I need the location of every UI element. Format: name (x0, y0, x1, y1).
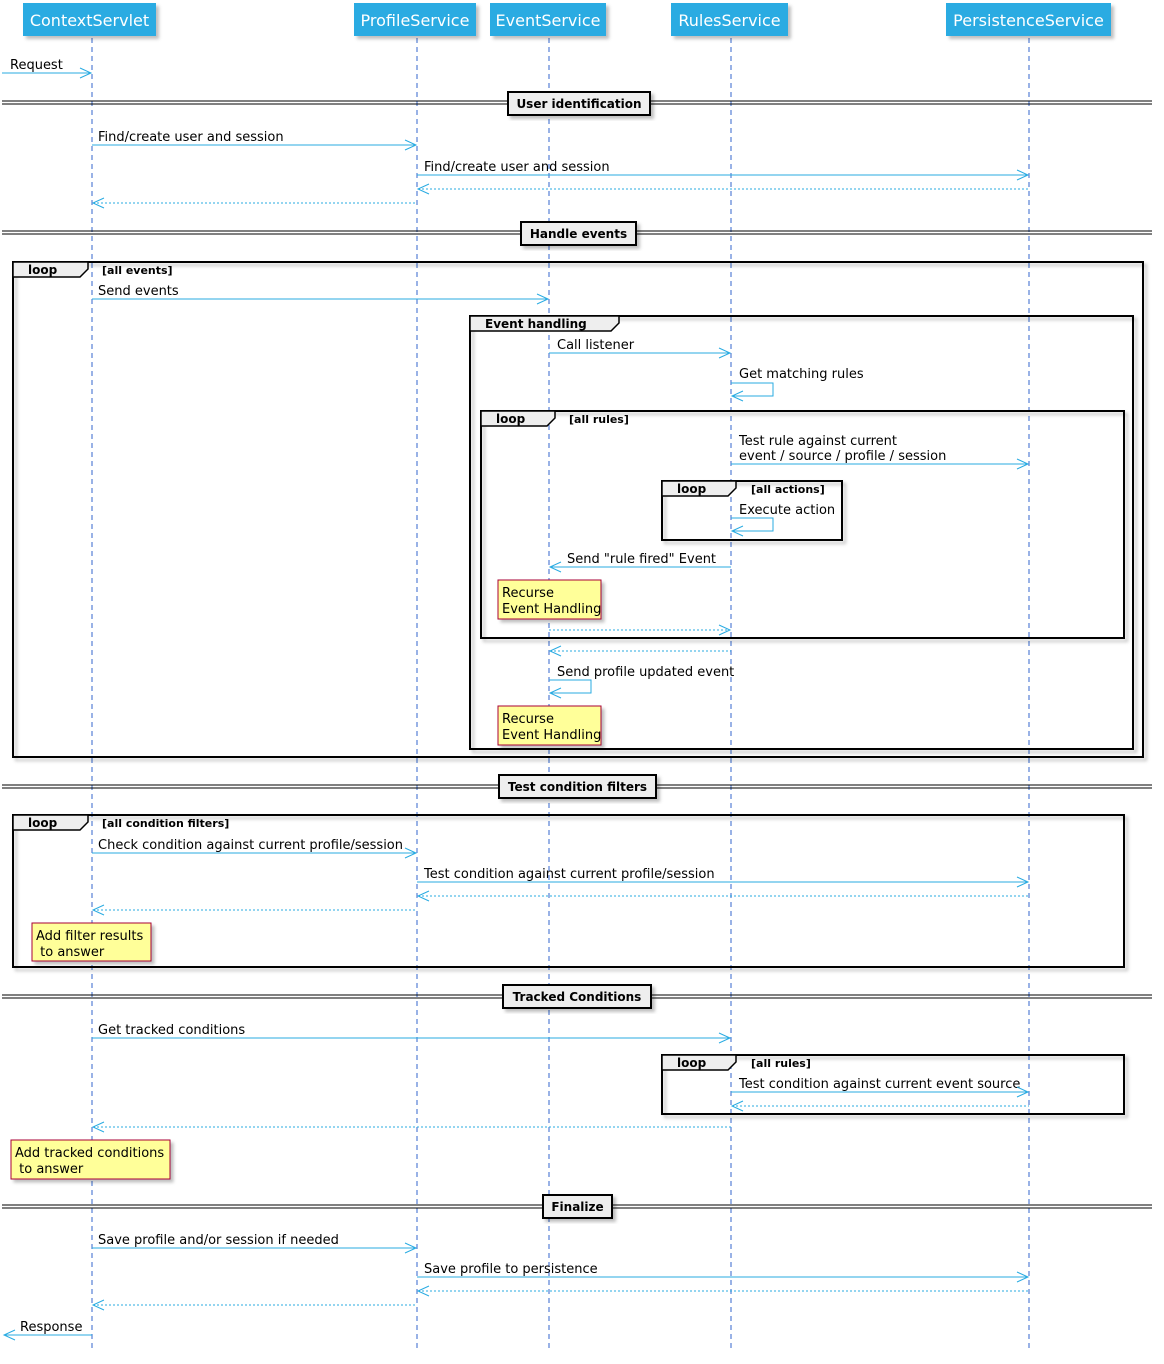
svg-text:Response: Response (20, 1320, 82, 1335)
svg-text:[all rules]: [all rules] (751, 1057, 811, 1070)
note-recurse-event-handling-1: Recurse Event Handling (497, 579, 602, 620)
message-get-tracked-conditions: Get tracked conditions (92, 1023, 732, 1044)
note-add-tracked-conditions: Add tracked conditions to answer (10, 1139, 171, 1180)
message-find-create-1: Find/create user and session (92, 130, 418, 151)
note-recurse-event-handling-2: Recurse Event Handling (497, 705, 602, 746)
svg-text:Recurse: Recurse (502, 586, 554, 601)
svg-text:ContextServlet: ContextServlet (30, 11, 149, 30)
svg-text:Find/create user and session: Find/create user and session (98, 130, 284, 145)
return-rules-to-context (91, 1121, 731, 1133)
svg-text:Add filter results: Add filter results (36, 929, 143, 944)
message-save-profile-session: Save profile and/or session if needed (92, 1233, 418, 1254)
frame-loop-all-rules: loop [all rules] (480, 410, 1125, 639)
message-check-condition: Check condition against current profile/… (92, 838, 418, 859)
note-add-filter-results: Add filter results to answer (31, 922, 152, 962)
svg-text:Test condition filters: Test condition filters (508, 780, 647, 794)
divider-test-condition-filters: Test condition filters (2, 774, 1152, 799)
message-call-listener: Call listener (549, 338, 732, 359)
svg-text:Tracked Conditions: Tracked Conditions (513, 990, 642, 1004)
frame-event-handling: Event handling (469, 315, 1134, 750)
svg-text:Finalize: Finalize (551, 1200, 603, 1214)
message-test-condition: Test condition against current profile/s… (417, 867, 1030, 888)
svg-text:Handle events: Handle events (530, 227, 627, 241)
svg-text:[all rules]: [all rules] (569, 413, 629, 426)
svg-text:Test condition against current: Test condition against current profile/s… (423, 867, 715, 882)
return-persistence-to-profile (416, 183, 1029, 195)
participant-event-service[interactable]: EventService (490, 3, 606, 36)
divider-handle-events: Handle events (2, 221, 1152, 246)
svg-text:Event Handling: Event Handling (502, 602, 601, 617)
svg-text:Send "rule fired" Event: Send "rule fired" Event (567, 552, 716, 567)
return-persistence-to-rules (730, 1100, 1029, 1112)
frame-loop-all-actions: loop [all actions] (661, 480, 843, 541)
message-find-create-2: Find/create user and session (417, 160, 1030, 181)
return-persistence-to-profile-3 (416, 1285, 1029, 1297)
svg-text:Save profile to persistence: Save profile to persistence (424, 1262, 598, 1277)
svg-text:Send events: Send events (98, 284, 179, 299)
message-test-rule: Test rule against current event / source… (731, 434, 1030, 470)
svg-text:Get tracked conditions: Get tracked conditions (98, 1023, 245, 1038)
svg-text:Check condition against curren: Check condition against current profile/… (98, 838, 403, 853)
svg-text:PersistenceService: PersistenceService (953, 11, 1104, 30)
message-send-rule-fired: Send "rule fired" Event (548, 552, 731, 573)
svg-text:Test condition against current: Test condition against current event sou… (738, 1077, 1020, 1092)
message-save-profile: Save profile to persistence (417, 1262, 1030, 1283)
frame-loop-all-events: loop [all events] (12, 261, 1144, 758)
svg-text:[all actions]: [all actions] (751, 483, 825, 496)
svg-text:ProfileService: ProfileService (361, 11, 470, 30)
svg-text:Test rule against current: Test rule against current (738, 434, 897, 449)
participant-context-servlet[interactable]: ContextServlet (23, 3, 156, 36)
return-profile-to-context-3 (91, 1299, 417, 1311)
svg-text:event / source / profile / ses: event / source / profile / session (739, 449, 946, 464)
message-request: Request (2, 58, 93, 79)
frame-loop-all-condition-filters: loop [all condition filters] (12, 814, 1125, 968)
frame-loop-all-rules-2: loop [all rules] (661, 1054, 1125, 1115)
svg-text:User identification: User identification (516, 97, 641, 111)
divider-tracked-conditions: Tracked Conditions (2, 984, 1152, 1009)
svg-text:Event Handling: Event Handling (502, 728, 601, 743)
svg-text:loop: loop (677, 1056, 707, 1070)
divider-finalize: Finalize (2, 1194, 1152, 1219)
return-profile-to-context (91, 197, 417, 209)
svg-text:Call listener: Call listener (557, 338, 635, 353)
svg-text:Get matching rules: Get matching rules (739, 367, 864, 382)
divider-user-identification: User identification (2, 91, 1152, 116)
svg-text:Request: Request (10, 58, 63, 73)
svg-text:loop: loop (677, 482, 707, 496)
svg-text:RulesService: RulesService (678, 11, 780, 30)
svg-text:Send profile updated event: Send profile updated event (557, 665, 734, 680)
return-event-to-rules (549, 624, 732, 636)
participant-rules-service[interactable]: RulesService (671, 3, 788, 36)
svg-text:loop: loop (496, 412, 526, 426)
return-persistence-to-profile-2 (416, 890, 1029, 902)
message-execute-action: Execute action (730, 503, 835, 537)
svg-text:EventService: EventService (496, 11, 601, 30)
svg-text:Execute action: Execute action (739, 503, 835, 518)
participant-profile-service[interactable]: ProfileService (354, 3, 476, 36)
svg-text:Find/create user and session: Find/create user and session (424, 160, 610, 175)
svg-text:Add tracked conditions: Add tracked conditions (15, 1146, 164, 1161)
return-profile-to-context-2 (91, 904, 417, 916)
svg-text:[all condition filters]: [all condition filters] (102, 817, 229, 830)
message-test-event-source: Test condition against current event sou… (731, 1077, 1030, 1098)
svg-text:to answer: to answer (36, 945, 105, 960)
participant-persistence-service[interactable]: PersistenceService (946, 3, 1111, 36)
svg-text:Save profile and/or session if: Save profile and/or session if needed (98, 1233, 339, 1248)
svg-text:Event handling: Event handling (485, 317, 587, 331)
return-rules-to-event (548, 645, 731, 657)
message-get-matching-rules: Get matching rules (730, 367, 864, 402)
message-send-events: Send events (92, 284, 550, 305)
svg-text:Recurse: Recurse (502, 712, 554, 727)
message-send-profile-updated: Send profile updated event (548, 665, 734, 699)
svg-text:loop: loop (28, 816, 58, 830)
lifelines (91, 38, 1030, 1352)
svg-text:to answer: to answer (15, 1162, 84, 1177)
svg-text:[all events]: [all events] (102, 264, 173, 277)
message-response: Response (2, 1320, 92, 1341)
svg-text:loop: loop (28, 263, 58, 277)
